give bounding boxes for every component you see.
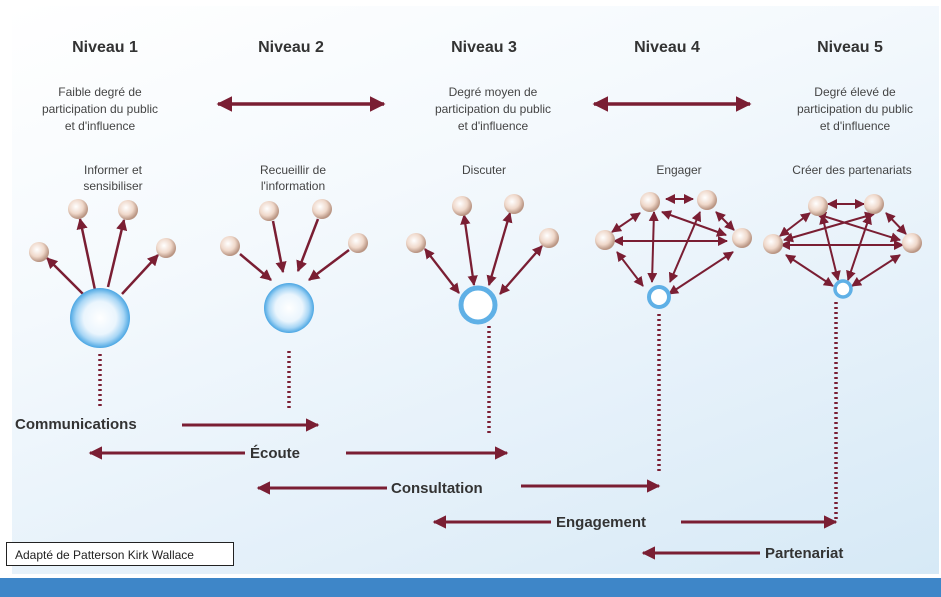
degree-high-line-2: participation du public [797,102,913,116]
level-1-title: Niveau 1 [72,39,138,56]
degree-high: Degré élevé de participation du public e… [797,85,913,133]
activity-2-line-1: Recueillir de [260,163,326,177]
band-consultation: Consultation [391,480,483,497]
degree-medium-line-1: Degré moyen de [449,85,538,99]
degree-high-line-1: Degré élevé de [814,85,896,99]
band-ecoute: Écoute [250,445,300,462]
degree-low: Faible degré de participation du public … [42,85,158,133]
degree-medium: Degré moyen de participation du public e… [435,85,551,133]
degree-low-line-1: Faible degré de [58,85,142,99]
level-2-title: Niveau 2 [258,39,324,56]
organization-orb-level-5 [833,279,853,299]
dotted-connectors [98,302,838,522]
participant-nodes [29,190,922,262]
activity-discuter: Discuter [462,163,506,177]
degree-low-line-2: participation du public [42,102,158,116]
activity-partenariats: Créer des partenariats [792,163,911,177]
network-level-2 [239,218,350,281]
degree-high-line-3: et d'influence [820,119,891,133]
source-caption: Adapté de Patterson Kirk Wallace [6,542,234,566]
band-communications: Communications [15,416,137,433]
level-4-title: Niveau 4 [634,39,700,56]
degree-low-line-3: et d'influence [65,119,136,133]
network-level-3 [424,212,543,295]
activity-1-line-1: Informer et [84,163,143,177]
network-level-5 [779,199,907,287]
level-5-title: Niveau 5 [817,39,883,56]
degree-medium-line-2: participation du public [435,102,551,116]
network-level-1 [46,217,159,298]
organization-orb-level-3 [458,285,498,325]
bottom-accent-bar [0,578,941,597]
activity-1-line-2: sensibiliser [83,179,142,193]
band-engagement: Engagement [556,514,646,531]
activity-2-line-2: l'information [261,179,325,193]
organization-orb-level-1 [70,288,130,348]
band-partenariat: Partenariat [765,545,843,562]
activity-informer: Informer et sensibiliser [83,163,142,193]
organization-orb-level-4 [647,285,671,309]
activity-recueillir: Recueillir de l'information [260,163,326,193]
organization-orb-level-2 [264,283,314,333]
level-3-title: Niveau 3 [451,39,517,56]
network-level-4 [611,194,735,295]
activity-engager: Engager [656,163,701,177]
degree-medium-line-3: et d'influence [458,119,529,133]
